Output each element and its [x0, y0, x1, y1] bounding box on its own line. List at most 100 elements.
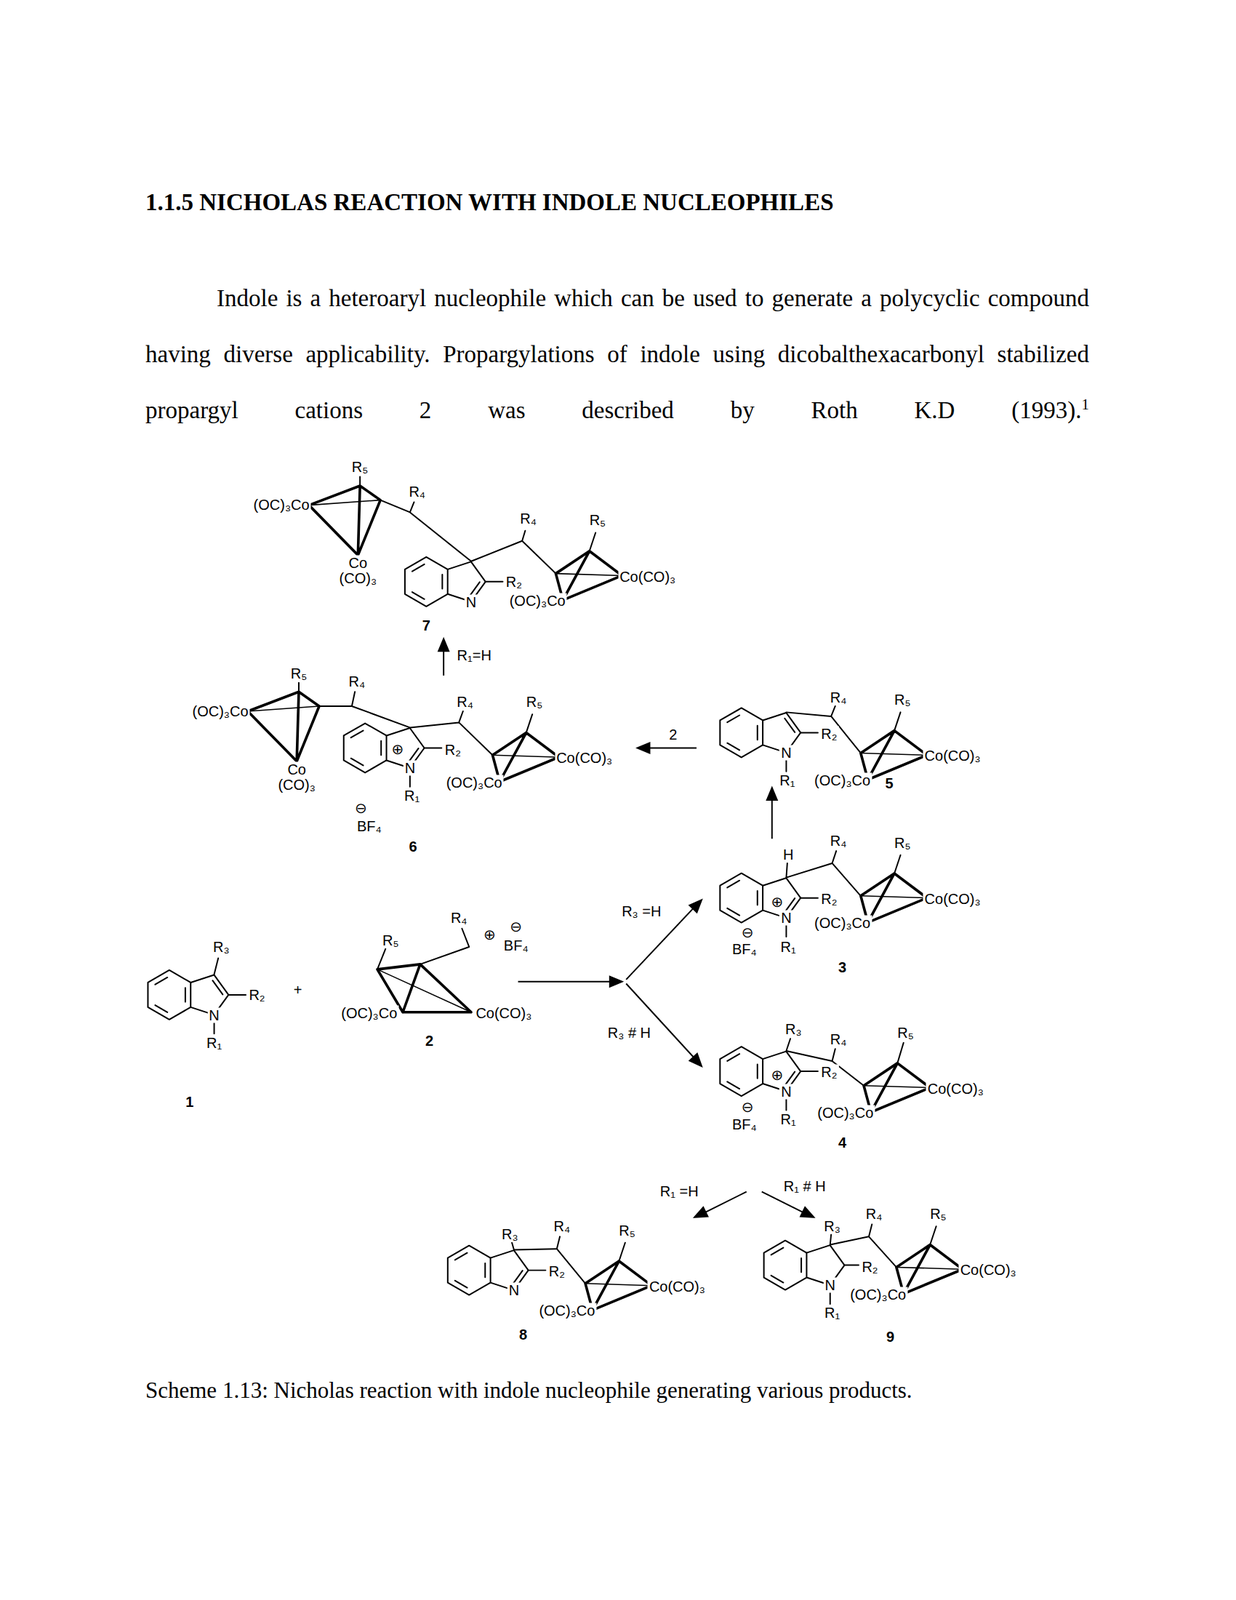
condition-label: R₁ =H — [658, 1183, 701, 1199]
atom-label: ⊖ — [353, 799, 369, 816]
atom-label: Co(CO)₃ — [474, 1004, 533, 1021]
atom-label: R₂ — [547, 1262, 567, 1279]
reaction-arrows — [438, 638, 814, 1217]
atom-label: R₂ — [819, 1064, 839, 1080]
atom-label: R₅ — [350, 459, 371, 475]
atom-label: Co(CO)₃ — [923, 748, 983, 764]
atom-label: R₅ — [928, 1206, 949, 1222]
atom-label: N — [779, 745, 793, 761]
atom-label: R₄ — [552, 1218, 573, 1234]
atom-label: R₁ — [205, 1034, 224, 1050]
atom-label: ⊕ — [482, 926, 498, 942]
atom-label: R₂ — [819, 725, 839, 741]
atom-label: N — [779, 910, 793, 926]
atom-label: ⊕ — [769, 893, 785, 909]
atom-label: R₄ — [347, 673, 368, 690]
atom-label: R₂ — [819, 890, 839, 906]
atom-label: (OC)₃Co — [848, 1286, 908, 1303]
condition-label: R₁=H — [455, 647, 493, 663]
atom-label: N — [403, 760, 417, 776]
atom-label: ⊖ — [740, 1098, 756, 1114]
atom-label: R₅ — [895, 1024, 916, 1040]
atom-label: R₄ — [407, 484, 427, 500]
atom-label: N — [823, 1277, 837, 1293]
atom-label: R₂ — [860, 1259, 880, 1275]
atom-label: (OC)₃Co — [339, 1004, 399, 1021]
atom-label: R₅ — [380, 932, 401, 949]
atom-label: R₁ — [779, 938, 798, 954]
atom-label: Co(CO)₃ — [647, 1278, 707, 1294]
atom-label: Co — [347, 555, 370, 571]
atom-label: (OC)₃Co — [815, 1105, 875, 1121]
atom-label: Co(CO)₃ — [923, 890, 983, 906]
cluster-back-edges — [247, 500, 963, 1286]
atom-label: R₃ — [783, 1021, 804, 1037]
atom-label: ⊕ — [769, 1067, 785, 1083]
atom-label: R₄ — [518, 510, 539, 526]
compound-number: 8 — [517, 1326, 529, 1342]
atom-label: (OC)₃Co — [812, 915, 872, 931]
atom-label: BF₄ — [730, 1116, 759, 1132]
atom-label: BF₄ — [355, 818, 384, 834]
atom-label: BF₄ — [502, 937, 531, 954]
atom-label: R₁ — [823, 1305, 842, 1321]
atom-label: R₁ — [402, 788, 421, 804]
compound-number: 5 — [884, 775, 896, 792]
body-paragraph: Indole is a heteroaryl nucleophile which… — [145, 270, 1090, 439]
atom-label: R₁ — [779, 1110, 798, 1127]
atom-label: (OC)₃Co — [508, 593, 568, 609]
atom-label: R₅ — [588, 512, 608, 528]
atom-label: H — [781, 847, 795, 863]
atom-label: R₄ — [449, 910, 469, 926]
atom-label: R₅ — [892, 834, 913, 850]
compound-number: 3 — [836, 958, 848, 975]
atom-label: N — [779, 1083, 793, 1099]
atom-label: R₁ — [777, 772, 797, 789]
condition-label: 2 — [667, 726, 679, 742]
atom-label: Co(CO)₃ — [958, 1262, 1018, 1278]
atom-label: (OC)₃Co — [812, 772, 872, 789]
compound-number: 1 — [183, 1093, 195, 1109]
compound-number: 6 — [407, 839, 419, 855]
atom-label: N — [464, 594, 478, 610]
atom-label: R₃ — [211, 938, 232, 954]
atom-label: ⊖ — [740, 924, 756, 941]
atom-label: (CO)₃ — [338, 570, 379, 587]
citation-superscript: 1 — [1081, 395, 1090, 413]
atom-label: Co(CO)₃ — [926, 1080, 986, 1096]
indole-rings — [147, 556, 845, 1295]
atom-label: ⊕ — [390, 740, 406, 757]
atom-label: R₂ — [504, 573, 524, 589]
condition-label: R₃ # H — [606, 1024, 653, 1040]
cobalt-clusters — [247, 485, 963, 1310]
atom-label: (OC)₃Co — [444, 774, 504, 790]
atom-label: ⊖ — [508, 918, 524, 934]
atom-label: + — [292, 981, 304, 997]
compound-number: 7 — [420, 617, 432, 633]
atom-label: R₅ — [289, 665, 309, 681]
compound-number: 9 — [884, 1328, 896, 1344]
atom-label: R₄ — [864, 1206, 885, 1222]
section-heading: 1.1.5 NICHOLAS REACTION WITH INDOLE NUCL… — [145, 187, 834, 217]
atom-label: (CO)₃ — [276, 776, 317, 792]
bonds — [214, 476, 937, 1304]
atom-label: R₄ — [828, 689, 849, 706]
atom-label: R₅ — [617, 1222, 637, 1238]
atom-label: Co — [285, 761, 308, 777]
atom-label: R₅ — [892, 692, 913, 708]
body-text: Indole is a heteroaryl nucleophile which… — [145, 285, 1090, 424]
atom-label: R₄ — [828, 832, 849, 848]
compound-number: 4 — [836, 1134, 848, 1151]
atom-label: Co(CO)₃ — [554, 750, 614, 766]
compound-number: 2 — [423, 1032, 435, 1048]
atom-label: (OC)₃Co — [190, 703, 250, 719]
atom-label: (OC)₃Co — [537, 1302, 597, 1319]
atom-label: R₂ — [443, 741, 463, 757]
atom-label: R₃ — [500, 1226, 520, 1242]
atom-label: N — [507, 1282, 521, 1298]
atom-label: R₂ — [247, 986, 267, 1002]
atom-label: N — [207, 1006, 221, 1023]
condition-label: R₁ # H — [782, 1178, 828, 1194]
